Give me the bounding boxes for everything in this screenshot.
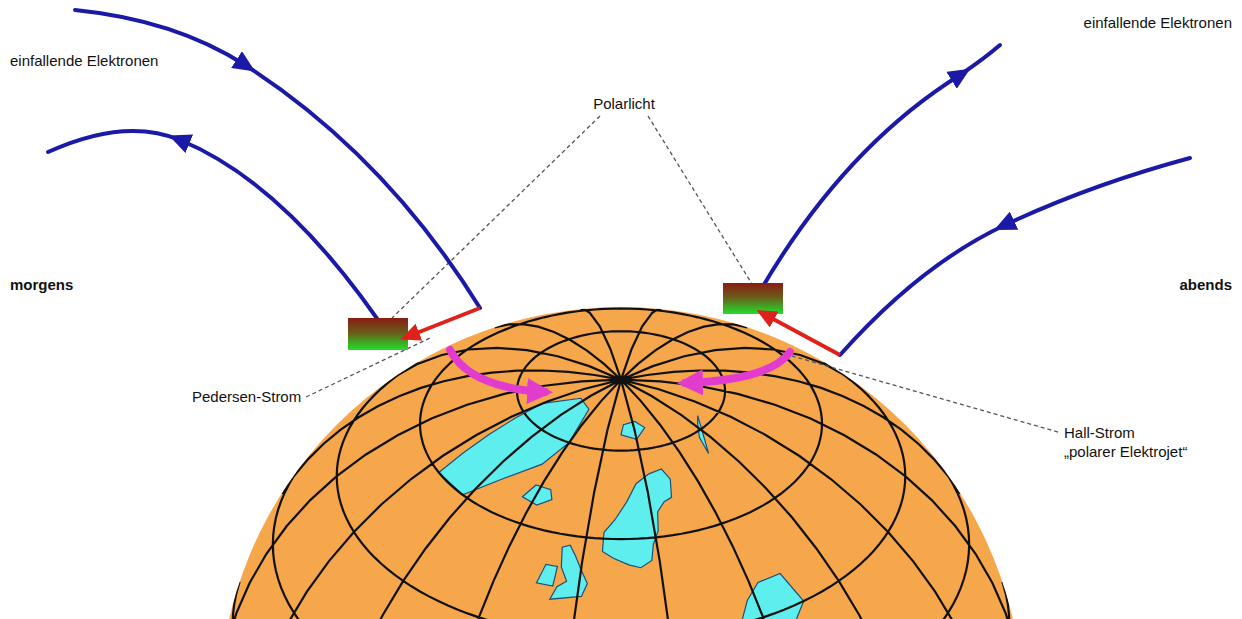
- hall-arrow: [450, 350, 545, 392]
- pedersen-arrow: [760, 312, 840, 355]
- field-line: [960, 45, 1000, 75]
- time-label: morgens: [8, 276, 75, 294]
- leader-lines: [306, 116, 1058, 432]
- field-line: [245, 65, 480, 308]
- callout-label: „polarer Elektrojet“: [1062, 443, 1189, 461]
- leader-line: [392, 116, 600, 318]
- land-mass: [536, 564, 557, 586]
- field-line: [180, 140, 395, 345]
- time-label: abends: [1177, 276, 1234, 294]
- field-lines: [48, 10, 1190, 355]
- land-masses: [439, 398, 804, 619]
- aurora-patch: [723, 283, 783, 314]
- pedersen-arrow: [404, 308, 480, 338]
- leader-line: [792, 356, 1058, 432]
- field-line: [755, 75, 960, 300]
- field-line: [840, 225, 1005, 355]
- hall-current-arrows: [450, 350, 790, 392]
- globe-disk: [219, 307, 1023, 619]
- callout-label: Polarlicht: [591, 95, 657, 113]
- hall-arrow: [685, 352, 790, 383]
- graticule: [219, 309, 1023, 619]
- land-mass: [602, 469, 671, 568]
- callout-label: Pedersen-Strom: [190, 388, 303, 406]
- land-mass: [741, 574, 804, 619]
- callout-label: einfallende Elektronen: [8, 52, 160, 70]
- graticule-lines: [219, 309, 1023, 619]
- callout-label: Hall-Strom: [1062, 424, 1137, 442]
- globe: [219, 307, 1023, 619]
- pedersen-current-arrows: [404, 308, 840, 355]
- field-line: [1005, 158, 1190, 225]
- callout-label: einfallende Elektronen: [1082, 14, 1234, 32]
- aurora-patch: [348, 318, 408, 350]
- leader-line: [648, 116, 752, 284]
- field-line: [48, 131, 180, 152]
